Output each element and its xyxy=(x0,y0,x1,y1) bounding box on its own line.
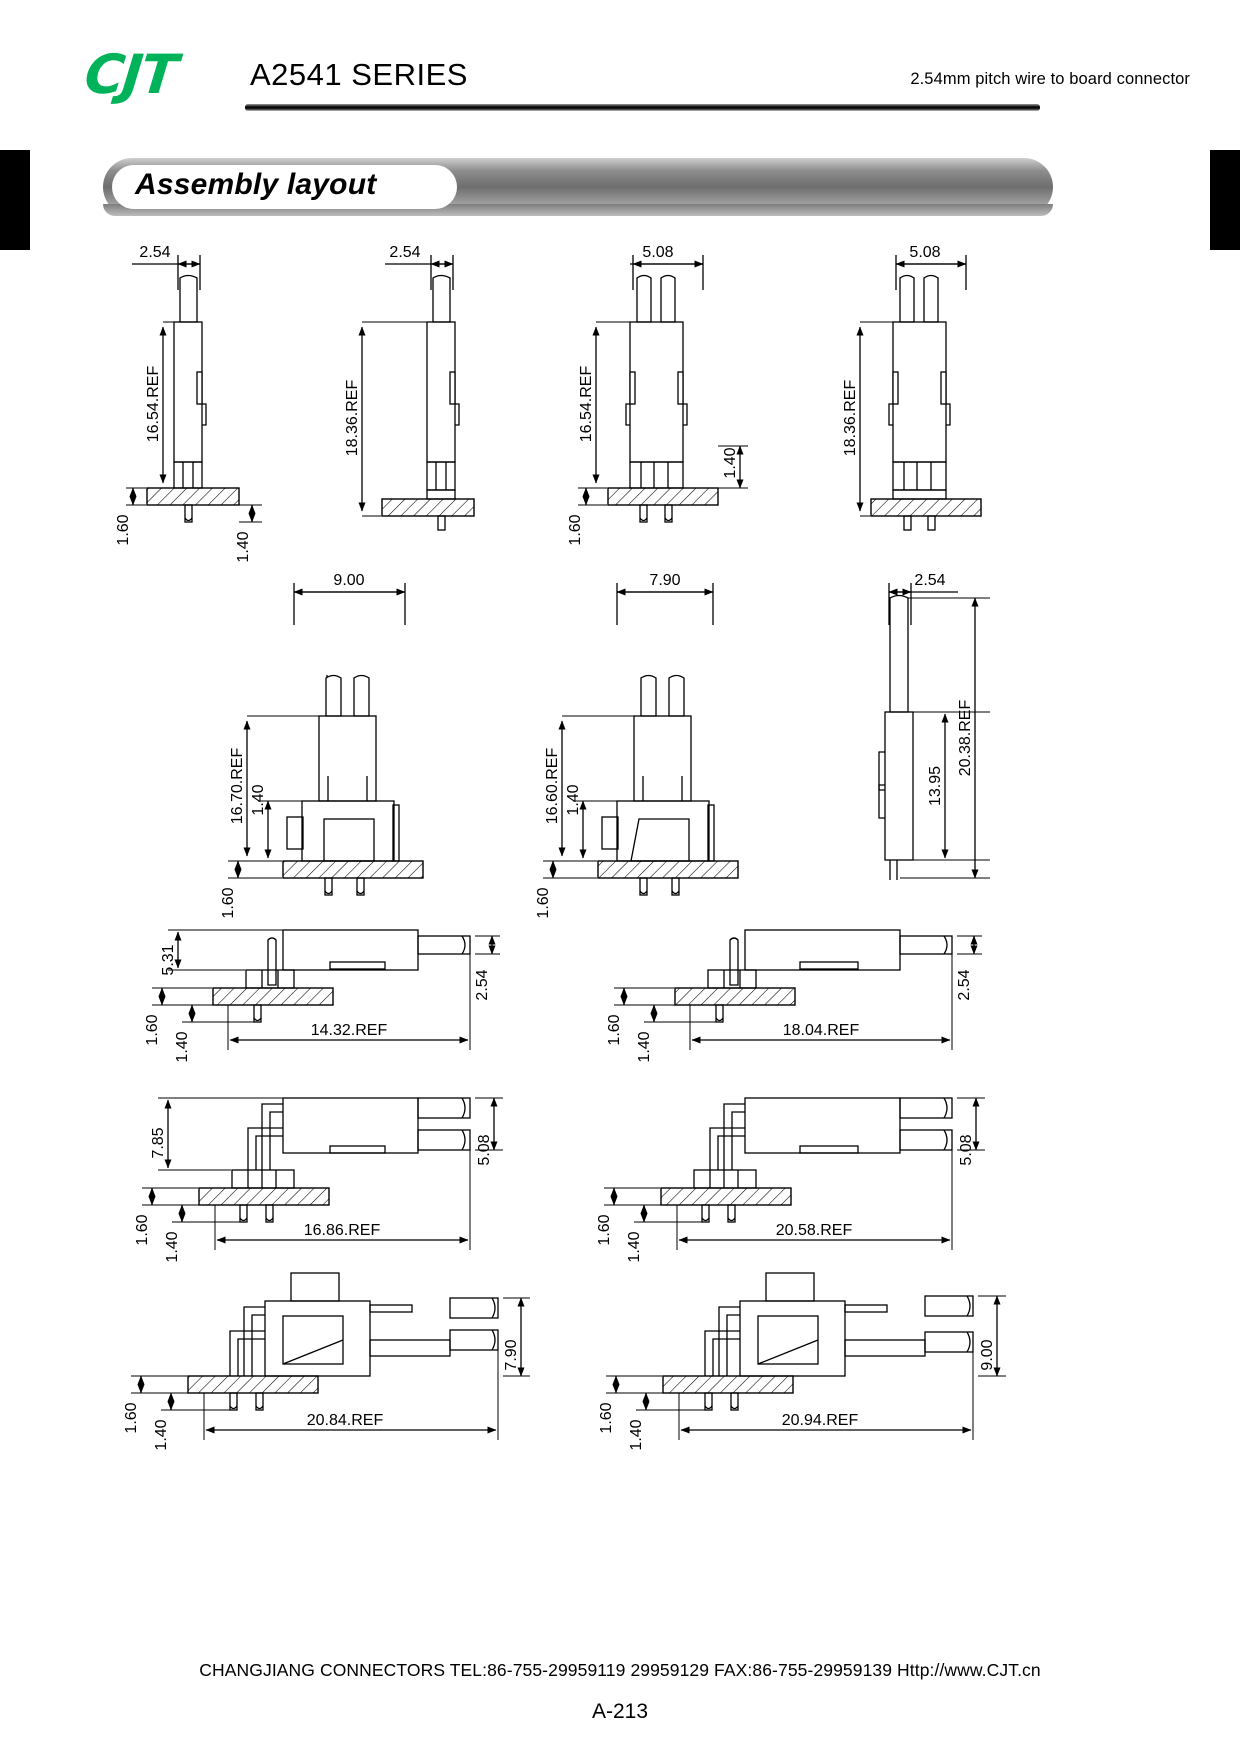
footer-contact: CHANGJIANG CONNECTORS TEL:86-755-2995911… xyxy=(199,1660,1041,1680)
dim-row3b-length: 18.04.REF xyxy=(783,1022,860,1039)
dim-row1c-height: 16.54.REF xyxy=(578,366,595,443)
dim-row2b-board: 1.60 xyxy=(535,887,552,918)
drawing-row4-a xyxy=(142,1097,503,1250)
dim-row2a-pin: 1.40 xyxy=(250,784,267,815)
page-header: CJT A2541 SERIES 2.54mm pitch wire to bo… xyxy=(0,0,1240,120)
right-edge-tab xyxy=(1210,150,1240,250)
dim-row5a-length: 20.84.REF xyxy=(307,1412,384,1429)
dim-row1c-pin: 1.40 xyxy=(722,447,739,478)
drawing-row3-a xyxy=(152,929,500,1050)
dim-row2a-height: 16.70.REF xyxy=(229,748,246,825)
page-number: A-213 xyxy=(591,1700,649,1723)
dim-row3a-board: 1.60 xyxy=(144,1014,161,1045)
dim-row4a-pitch: 5.08 xyxy=(476,1134,493,1165)
dim-row3a-height: 5.31 xyxy=(160,944,177,975)
dim-row1d-top: 5.08 xyxy=(909,244,940,261)
dim-row3b-pitch: 2.54 xyxy=(956,969,973,1000)
drawing-row2-b xyxy=(543,583,739,896)
dim-row4b-pitch: 5.08 xyxy=(958,1134,975,1165)
dim-row4a-length: 16.86.REF xyxy=(304,1222,381,1239)
dim-row5a-pitch: 7.90 xyxy=(503,1339,520,1370)
dim-row2c-height: 20.38.REF xyxy=(957,700,974,777)
drawing-row1-d xyxy=(856,255,982,531)
dim-row1a-top: 2.54 xyxy=(139,244,170,261)
dim-row2c-top: 2.54 xyxy=(914,572,945,589)
dim-row2b-height: 16.60.REF xyxy=(544,748,561,825)
drawing-row5-b xyxy=(606,1272,1006,1440)
dim-row3a-pitch: 2.54 xyxy=(474,969,491,1000)
header-subtitle: 2.54mm pitch wire to board connector xyxy=(910,70,1190,88)
dim-row4a-pin: 1.40 xyxy=(164,1231,181,1262)
page-title: A2541 SERIES xyxy=(250,57,468,92)
drawing-row2-c xyxy=(878,583,990,880)
dim-row1b-top: 2.54 xyxy=(389,244,420,261)
dim-row5a-board: 1.60 xyxy=(123,1402,140,1433)
dim-row1d-height: 18.36.REF xyxy=(842,380,859,457)
drawing-row3-b xyxy=(614,929,982,1050)
dim-row1a-height: 16.54.REF xyxy=(145,366,162,443)
drawing-row1-a xyxy=(126,255,262,523)
dim-row1c-board: 1.60 xyxy=(567,514,584,545)
dim-row1b-height: 18.36.REF xyxy=(344,380,361,457)
dim-row3b-pin: 1.40 xyxy=(636,1031,653,1062)
dim-row4b-board: 1.60 xyxy=(596,1214,613,1245)
dim-row4a-height: 7.85 xyxy=(150,1127,167,1158)
dim-row2a-top: 9.00 xyxy=(333,572,364,589)
dim-row5b-pin: 1.40 xyxy=(628,1419,645,1450)
dim-row4b-pin: 1.40 xyxy=(626,1231,643,1262)
dim-row5b-board: 1.60 xyxy=(598,1402,615,1433)
dim-row5a-pin: 1.40 xyxy=(153,1419,170,1450)
dim-row3a-length: 14.32.REF xyxy=(311,1022,388,1039)
drawing-row2-a xyxy=(228,583,424,896)
drawing-row5-a xyxy=(131,1272,530,1440)
dim-row4a-board: 1.60 xyxy=(134,1214,151,1245)
drawing-row1-c xyxy=(578,255,748,523)
left-edge-tab xyxy=(0,150,30,250)
dim-row2b-pin: 1.40 xyxy=(565,784,582,815)
dim-row2b-top: 7.90 xyxy=(649,572,680,589)
drawing-row4-b xyxy=(604,1097,985,1250)
banner-pill xyxy=(112,165,457,209)
dim-row2a-board: 1.60 xyxy=(220,887,237,918)
dim-row3a-pin: 1.40 xyxy=(174,1031,191,1062)
section-banner: Assembly layout xyxy=(0,140,1240,235)
section-title: Assembly layout xyxy=(135,168,377,201)
dim-row4b-length: 20.58.REF xyxy=(776,1222,853,1239)
dim-row2c-inner: 13.95 xyxy=(927,766,944,806)
dim-row1c-top: 5.08 xyxy=(642,244,673,261)
dim-row1a-pin: 1.40 xyxy=(235,531,252,562)
dim-row3b-board: 1.60 xyxy=(606,1014,623,1045)
dim-row5b-pitch: 9.00 xyxy=(979,1339,996,1370)
dim-row1a-board: 1.60 xyxy=(115,514,132,545)
dim-row5b-length: 20.94.REF xyxy=(782,1412,859,1429)
header-divider xyxy=(245,104,1040,111)
drawing-row1-b xyxy=(358,255,475,531)
